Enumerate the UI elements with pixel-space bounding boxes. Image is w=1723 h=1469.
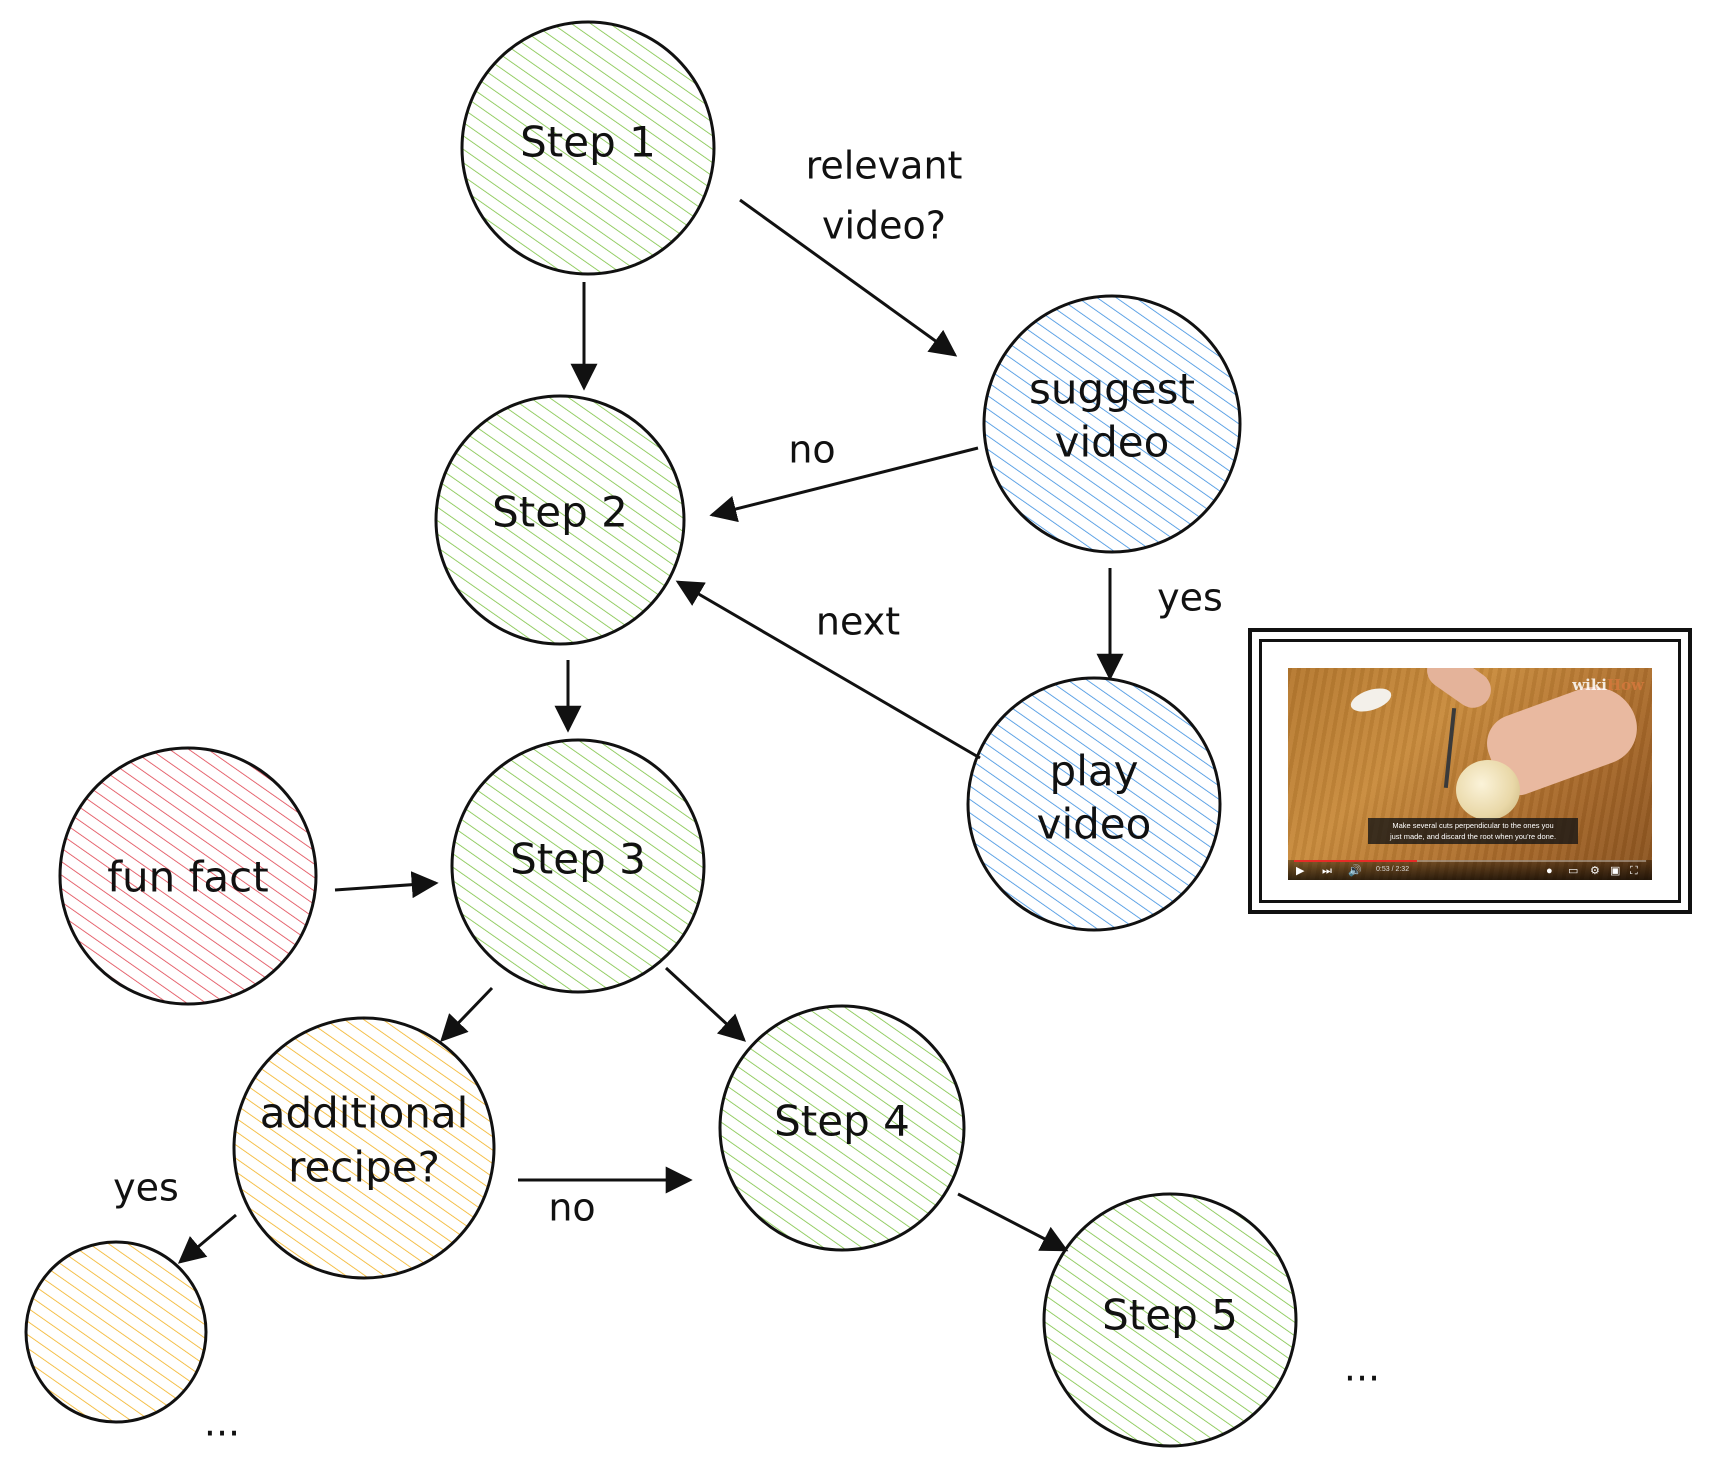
node-suggest-video-label-line1: suggest <box>1029 365 1195 414</box>
video-thumbnail[interactable]: wikiHow Make several cuts perpendicular … <box>1248 628 1692 914</box>
edge-label-yes-play: yes <box>1157 576 1223 620</box>
volume-icon[interactable]: 🔊 <box>1348 865 1362 877</box>
brand-watermark: wikiHow <box>1572 676 1644 694</box>
node-step4[interactable]: Step 4 <box>718 1004 966 1252</box>
node-step4-label: Step 4 <box>774 1097 910 1146</box>
node-recipe-next[interactable] <box>24 1240 208 1424</box>
node-step1[interactable]: Step 1 <box>460 20 716 276</box>
ellipsis-after-step5: ... <box>1344 1346 1380 1390</box>
node-step5-label: Step 5 <box>1102 1291 1238 1340</box>
node-additional-recipe-label-line1: additional <box>260 1089 469 1138</box>
play-icon[interactable]: ▶ <box>1296 865 1305 877</box>
player-controls: ▶ ⏭ 🔊 0:53 / 2:32 ● ▭ ⚙ ▣ ⛶ <box>1288 860 1652 880</box>
progress-fill <box>1294 860 1418 862</box>
ellipsis-after-recipe: ... <box>204 1401 240 1445</box>
caption-line: just made, and discard the root when you… <box>1389 832 1557 841</box>
node-suggest-video[interactable]: suggest video <box>982 294 1242 554</box>
node-step2[interactable]: Step 2 <box>434 394 686 646</box>
node-additional-recipe-label-line2: recipe? <box>288 1143 440 1192</box>
edge-label-relevant-video-line2: video? <box>822 204 946 248</box>
edge-suggest-step2 <box>709 446 979 523</box>
caption-line: Make several cuts perpendicular to the o… <box>1392 821 1554 830</box>
edge-label-no-step2: no <box>788 428 835 472</box>
edge-funfact-step3 <box>334 871 439 899</box>
edge-label-yes-recipe: yes <box>113 1166 179 1210</box>
node-play-video-label-line1: play <box>1050 747 1139 796</box>
onion-image <box>1456 760 1520 820</box>
edge-step3-additional <box>440 986 494 1042</box>
node-play-video-label-line2: video <box>1037 800 1152 849</box>
node-step2-label: Step 2 <box>492 488 628 537</box>
fullscreen-icon[interactable]: ⛶ <box>1630 865 1638 877</box>
settings-icon[interactable]: ⚙ <box>1590 865 1600 877</box>
time-display: 0:53 / 2:32 <box>1376 866 1410 873</box>
thumbnail-frame <box>1259 639 1681 903</box>
edge-additional-recipe-next <box>177 1213 237 1264</box>
autoplay-toggle-icon[interactable]: ● <box>1546 865 1553 877</box>
edge-step4-step5 <box>957 1192 1069 1252</box>
node-play-video[interactable]: play video <box>966 676 1222 932</box>
edge-label-next: next <box>816 600 900 644</box>
edges <box>177 198 1124 1264</box>
node-step1-label: Step 1 <box>520 118 656 167</box>
node-step3-label: Step 3 <box>510 835 646 884</box>
captions-icon[interactable]: ▭ <box>1568 865 1579 877</box>
video-caption: Make several cuts perpendicular to the o… <box>1368 818 1578 844</box>
node-additional-recipe[interactable]: additional recipe? <box>232 1016 496 1280</box>
miniplayer-icon[interactable]: ▣ <box>1610 865 1621 877</box>
node-suggest-video-label-line2: video <box>1055 418 1170 467</box>
edge-label-relevant-video-line1: relevant <box>806 144 963 188</box>
edge-label-no-step4: no <box>548 1186 595 1230</box>
edge-play-step2 <box>675 580 981 760</box>
next-icon[interactable]: ⏭ <box>1322 865 1332 877</box>
node-step5[interactable]: Step 5 <box>1042 1192 1298 1448</box>
edge-step3-step4 <box>664 966 746 1042</box>
node-fun-fact-label: fun fact <box>107 853 268 902</box>
progress-bar[interactable] <box>1294 860 1646 862</box>
edge-step1-suggest <box>739 198 958 357</box>
node-step3[interactable]: Step 3 <box>450 738 706 994</box>
node-fun-fact[interactable]: fun fact <box>58 746 318 1006</box>
video-player[interactable]: wikiHow Make several cuts perpendicular … <box>1288 668 1652 880</box>
